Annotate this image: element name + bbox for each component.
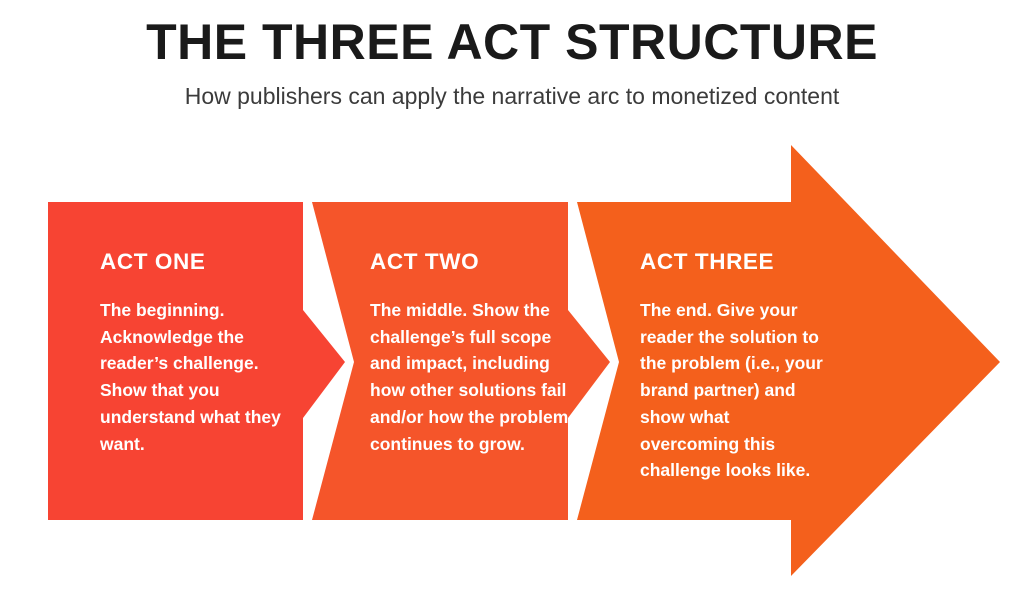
page-subtitle: How publishers can apply the narrative a… (184, 83, 840, 109)
act-two-chevron-shape[interactable] (312, 202, 610, 520)
act-one-chevron-shape[interactable] (48, 202, 345, 520)
act-three-block: ACT THREE The end. Give your reader the … (640, 249, 830, 484)
act-one-body: The beginning. Acknowledge the reader’s … (100, 299, 281, 454)
act-one-heading: ACT ONE (100, 249, 206, 274)
act-two-block: ACT TWO The middle. Show the challenge’s… (370, 249, 575, 457)
act-two-heading: ACT TWO (370, 249, 480, 274)
act-three-heading: ACT THREE (640, 249, 775, 274)
act-two-body: The middle. Show the challenge’s full sc… (370, 299, 569, 454)
act-three-arrow-shape[interactable] (577, 145, 1000, 576)
page-title: THE THREE ACT STRUCTURE (146, 14, 878, 70)
act-three-body: The end. Give your reader the solution t… (640, 299, 823, 481)
act-one-block: ACT ONE The beginning. Acknowledge the r… (100, 249, 300, 457)
